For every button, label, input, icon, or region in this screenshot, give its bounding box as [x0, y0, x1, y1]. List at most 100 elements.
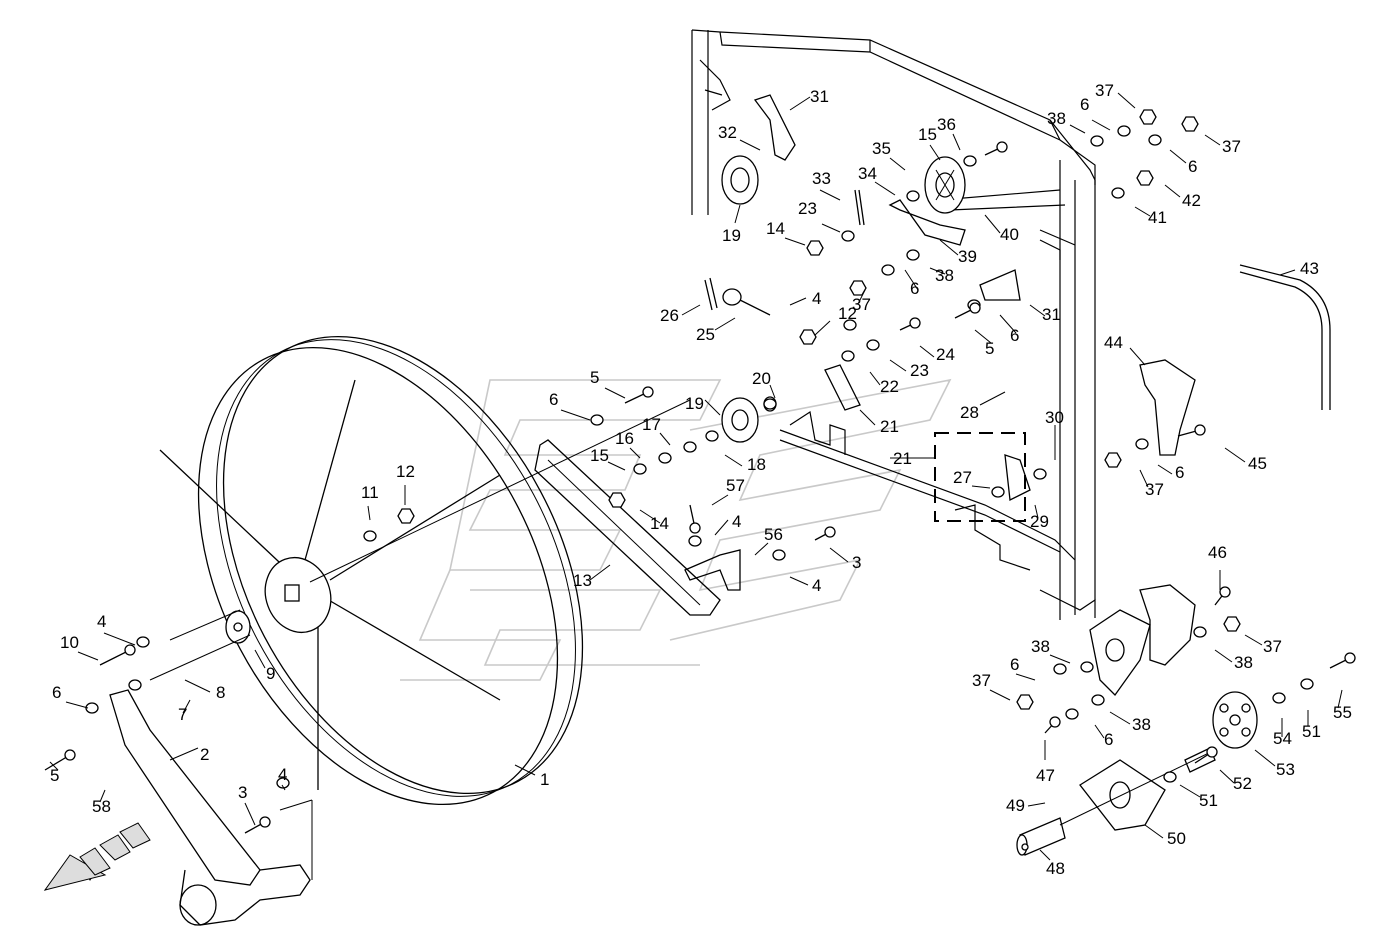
washer-icon [1163, 771, 1177, 783]
callout-18: 18 [747, 455, 766, 474]
callout-6: 6 [1175, 463, 1184, 482]
callout-56: 56 [764, 525, 783, 544]
washer-icon [276, 777, 290, 789]
callout-39: 39 [958, 247, 977, 266]
callout-53: 53 [1276, 760, 1295, 779]
leader-line [1224, 447, 1246, 463]
leader-line [814, 320, 831, 336]
leader-line [784, 237, 806, 246]
leader-line [889, 359, 907, 372]
callout-labels: 1 2 3 3 4 4 4 4 4 5 5 5 6 6 6 6 6 6 6 6 … [50, 81, 1352, 878]
leader-line [103, 632, 136, 646]
leader-line [1015, 673, 1036, 681]
callout-37: 37 [1222, 137, 1241, 156]
callout-3: 3 [238, 783, 247, 802]
callout-14: 14 [650, 514, 669, 533]
leader-line [821, 223, 841, 233]
leader-line [819, 189, 841, 201]
leader-line [1139, 469, 1149, 488]
callout-29: 29 [1030, 512, 1049, 531]
nut-icon [1223, 616, 1241, 632]
callout-20: 20 [752, 369, 771, 388]
callout-49: 49 [1006, 796, 1025, 815]
bolt-head-icon [996, 141, 1008, 153]
leader-line [714, 317, 736, 331]
callout-19: 19 [685, 394, 704, 413]
main-wheel-part-1 [159, 335, 584, 806]
leader-line [244, 802, 256, 826]
leader-line [989, 689, 1011, 701]
callout-37: 37 [852, 295, 871, 314]
leader-line [734, 204, 741, 224]
washer-icon [683, 441, 697, 453]
callout-15: 15 [918, 125, 937, 144]
callout-4: 4 [812, 576, 821, 595]
nut-icon [397, 508, 415, 524]
callout-6: 6 [1104, 730, 1113, 749]
callout-6: 6 [910, 279, 919, 298]
callout-19: 19 [722, 226, 741, 245]
leader-line [1169, 149, 1187, 164]
bolt-head-icon [1344, 652, 1356, 664]
nut-icon [799, 329, 817, 345]
callout-43: 43 [1300, 259, 1319, 278]
callout-8: 8 [216, 683, 225, 702]
callout-6: 6 [52, 683, 61, 702]
callout-21: 21 [880, 417, 899, 436]
leader-line [65, 701, 89, 709]
callout-54: 54 [1273, 729, 1292, 748]
leader-line [1049, 654, 1071, 664]
callout-30: 30 [1045, 408, 1064, 427]
washer-icon [633, 463, 647, 475]
leader-line [254, 649, 266, 669]
callout-51: 51 [1302, 722, 1321, 741]
bolt-head-icon [969, 302, 981, 314]
leader-line [714, 519, 729, 536]
callout-44: 44 [1104, 333, 1123, 352]
callout-22: 22 [880, 377, 899, 396]
callout-14: 14 [766, 219, 785, 238]
callout-leaders [49, 92, 1343, 861]
callout-45: 45 [1248, 454, 1267, 473]
nut-icon [1016, 694, 1034, 710]
leader-line [869, 371, 881, 386]
callout-46: 46 [1208, 543, 1227, 562]
leader-line [739, 139, 761, 151]
leader-line [607, 461, 626, 471]
leader-line [754, 542, 769, 556]
leader-line [1164, 184, 1181, 198]
washer-icon [128, 679, 142, 691]
bolt-head-icon [1219, 586, 1231, 598]
callout-25: 25 [696, 325, 715, 344]
callout-2: 2 [200, 745, 209, 764]
callout-24: 24 [936, 345, 955, 364]
leader-line [971, 485, 991, 489]
bolt-head-icon [642, 386, 654, 398]
leader-line [789, 96, 811, 111]
washer-icon [906, 190, 920, 202]
callout-47: 47 [1036, 766, 1055, 785]
leader-line [560, 409, 591, 421]
main-shaft-assembly [149, 399, 691, 681]
leader-line [1254, 749, 1276, 767]
nut-icon [1139, 109, 1157, 125]
washer-icon [841, 230, 855, 242]
callout-34: 34 [858, 164, 877, 183]
leader-line [1034, 504, 1039, 519]
leader-line [49, 761, 59, 771]
washer-icon [658, 452, 672, 464]
callout-28: 28 [960, 403, 979, 422]
leader-line [829, 547, 849, 563]
callout-38: 38 [1132, 715, 1151, 734]
callout-9: 9 [266, 664, 275, 683]
leader-line [974, 329, 992, 344]
leader-line [929, 267, 946, 275]
callout-16: 16 [615, 429, 634, 448]
bolt-head-icon [124, 644, 136, 656]
bolt-head-icon [909, 317, 921, 329]
callout-37: 37 [1145, 480, 1164, 499]
leader-line [604, 387, 626, 399]
leader-line [1109, 711, 1131, 725]
leader-line [919, 345, 935, 358]
